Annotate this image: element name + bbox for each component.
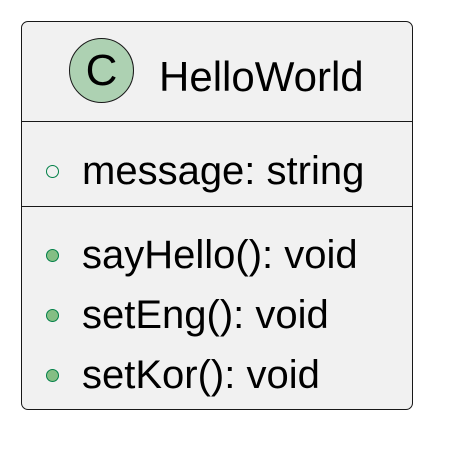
- class-header: C HelloWorld: [22, 22, 412, 122]
- field-item: message: string: [46, 146, 364, 196]
- method-item: sayHello(): void: [46, 230, 358, 280]
- public-visibility-icon: [46, 308, 59, 322]
- class-box-helloworld: C HelloWorld message: string sayHello():…: [21, 21, 413, 410]
- class-name: HelloWorld: [159, 53, 364, 100]
- field-text: message: string: [82, 149, 365, 193]
- methods-divider: [22, 206, 412, 207]
- method-text: sayHello(): void: [82, 233, 358, 277]
- method-text: setEng(): void: [82, 293, 329, 337]
- method-item: setKor(): void: [46, 350, 320, 400]
- public-visibility-icon: [46, 248, 59, 262]
- method-text: setKor(): void: [82, 353, 320, 397]
- fields-divider: [22, 121, 412, 122]
- class-stereotype-letter: C: [85, 45, 118, 95]
- public-visibility-icon: [46, 368, 59, 382]
- method-item: setEng(): void: [46, 290, 329, 340]
- package-visibility-icon: [46, 164, 59, 178]
- class-stereotype-icon: C: [69, 38, 134, 103]
